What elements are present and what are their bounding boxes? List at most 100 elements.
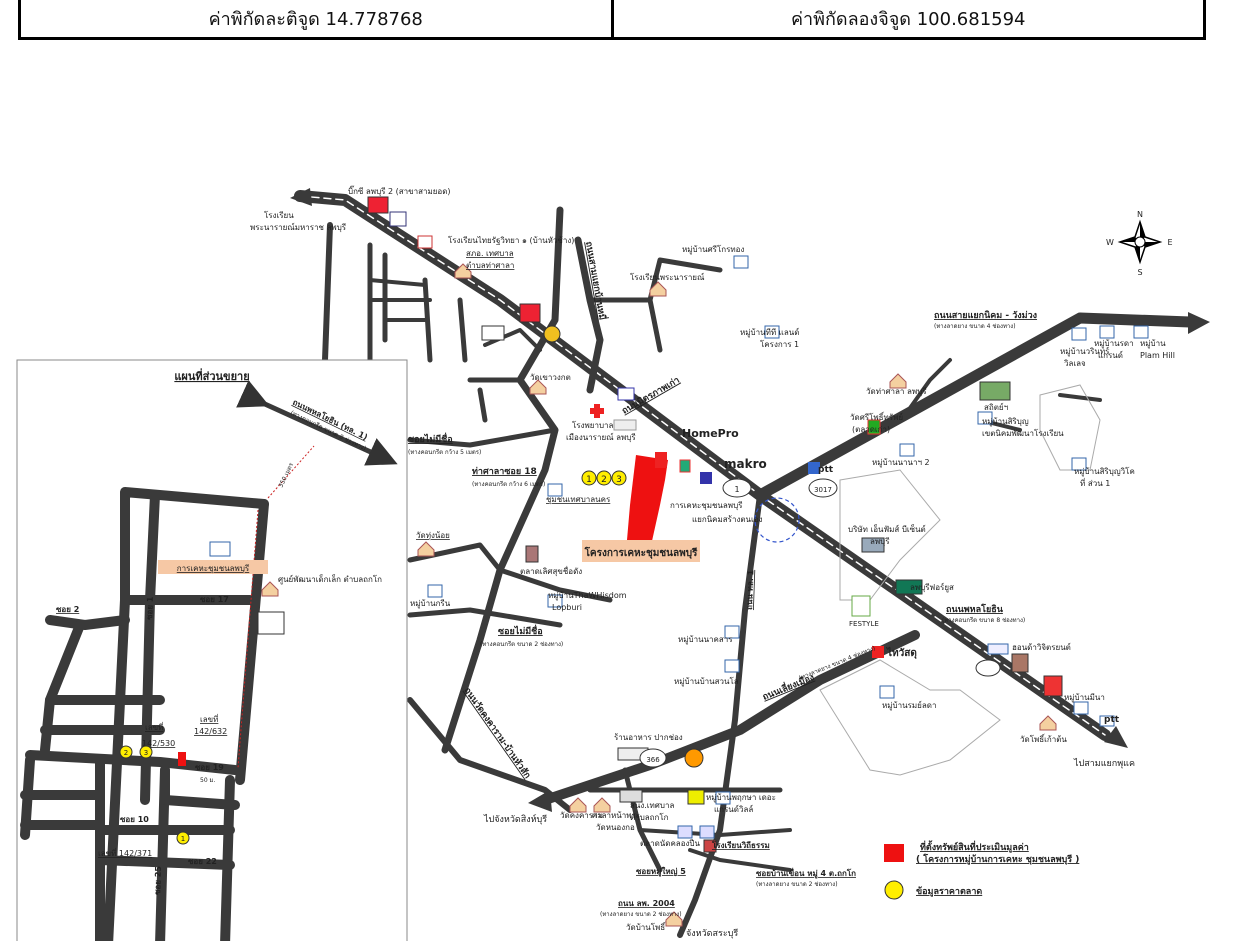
landmark-icons	[367, 196, 1149, 927]
svg-text:หมู่บ้านรมย์ลดา: หมู่บ้านรมย์ลดา	[882, 700, 936, 711]
subject-property-area	[627, 455, 668, 550]
svg-text:หมู่บ้านนาคสาร: หมู่บ้านนาคสาร	[678, 635, 733, 645]
inset-no3: เลขที่ 142/371	[98, 847, 152, 858]
longitude-cell: ค่าพิกัดลองจิจูด 100.681594	[610, 0, 1204, 37]
svg-text:หมู่บ้าน: หมู่บ้าน	[1140, 339, 1166, 349]
svg-text:สถิตย์ฯ: สถิตย์ฯ	[984, 402, 1008, 412]
svg-text:วัดทุ่งน้อย: วัดทุ่งน้อย	[416, 531, 450, 540]
route-shields: 1 3017 366	[639, 478, 1001, 768]
svg-text:บิ๊กซี ลพบุรี 2 (สาขาสามยอด): บิ๊กซี ลพบุรี 2 (สาขาสามยอด)	[348, 185, 451, 196]
inset-distance-short: 50 ม.	[200, 777, 215, 784]
coordinate-table: ค่าพิกัดละติจูด 14.778768 ค่าพิกัดลองจิจ…	[18, 0, 1206, 40]
inset-roads	[20, 380, 398, 941]
project-label-bg	[582, 540, 700, 562]
inset-map: แผนที่ส่วนขยาย ถนนพหลโยธิน (ทล. 1) (ทางค	[16, 359, 408, 941]
inset-no2-val: 142/632	[194, 727, 227, 736]
inset-soi1: ซอย 1	[145, 596, 155, 620]
inset-project-bg	[158, 560, 268, 574]
inset-project-label: การเคหะชุมชนลพบุรี	[177, 564, 250, 573]
inset-no1-val: 142/530	[142, 739, 175, 748]
arrow-southwest-icon	[528, 790, 552, 812]
inset-market-2	[119, 745, 133, 759]
inset-center-label: ศูนย์พัฒนาเด็กเล็ก ตำบลถกโก	[278, 574, 382, 585]
svg-text:ตลาดนัดคลองปีน: ตลาดนัดคลองปีน	[640, 839, 700, 848]
thaiwatsadu-logo: ไทวัสดุ	[886, 646, 917, 659]
svg-text:หมู่บ้านวรินทร์: หมู่บ้านวรินทร์	[1060, 346, 1110, 357]
svg-text:จังหวัดสระบุรี: จังหวัดสระบุรี	[686, 928, 738, 939]
latitude-cell: ค่าพิกัดละติจูด 14.778768	[208, 8, 423, 30]
svg-text:3: 3	[144, 749, 148, 757]
svg-text:(ทางลาดยาง ขนาด 2 ช่องทาง): (ทางลาดยาง ขนาด 2 ช่องทาง)	[600, 911, 682, 918]
legend-subject-sub: ( โครงการหมู่บ้านการเคหะ ชุมชนลพบุรี )	[916, 853, 1079, 865]
svg-text:1: 1	[734, 485, 739, 494]
inset-soi25: ซอย 25	[153, 866, 163, 896]
festyle-logo: FESTYLE	[849, 620, 879, 628]
svg-text:ลพบุรีฟอร์ยูส: ลพบุรีฟอร์ยูส	[910, 582, 954, 593]
homepro-logo: HomePro	[682, 427, 739, 440]
svg-text:(ทางลาดยาง ขนาด 4 ช่องทาง): (ทางลาดยาง ขนาด 4 ช่องทาง)	[934, 323, 1016, 330]
svg-text:1: 1	[586, 475, 592, 485]
svg-text:(ทางคอนกรีต กว้าง 6 เมตร): (ทางคอนกรีต กว้าง 6 เมตร)	[472, 480, 545, 488]
svg-text:ท่าศาลาซอย 18: ท่าศาลาซอย 18	[472, 466, 537, 477]
svg-text:โครงการ 1: โครงการ 1	[760, 339, 799, 349]
inset-court-icon	[257, 611, 285, 635]
svg-text:N: N	[1137, 210, 1143, 219]
svg-text:ลพบุรี: ลพบุรี	[870, 537, 890, 546]
svg-text:โรงพยาบาล: โรงพยาบาล	[572, 420, 614, 430]
svg-text:หมู่บ้านสิริบุญ: หมู่บ้านสิริบุญ	[982, 417, 1029, 427]
svg-text:หมู่บ้านพฤกษา เดอะ: หมู่บ้านพฤกษา เดอะ	[706, 793, 776, 803]
svg-text:หมู่บ้านศรีโกรทอง: หมู่บ้านศรีโกรทอง	[682, 244, 744, 255]
road-label-1hwy: ถนน ทล. 1	[745, 569, 755, 610]
district-boundary	[819, 384, 1101, 776]
svg-text:ตำบลถกโก: ตำบลถกโก	[630, 812, 669, 822]
svg-text:วัดคงคาราม: วัดคงคาราม	[560, 811, 603, 820]
svg-text:366: 366	[646, 756, 660, 764]
svg-text:วิลเลจ: วิลเลจ	[1063, 359, 1086, 368]
svg-text:วัดบ้านโพธิ์: วัดบ้านโพธิ์	[626, 921, 667, 932]
arrow-northwest-icon	[290, 188, 312, 206]
svg-text:(ทางคอนกรีต ขนาด 2 ช่องทาง): (ทางคอนกรีต ขนาด 2 ช่องทาง)	[480, 640, 563, 648]
svg-text:2: 2	[124, 749, 128, 757]
svg-text:ตลาดเลิศสุขชื่อดัง: ตลาดเลิศสุขชื่อดัง	[520, 565, 582, 576]
svg-text:(ตลาดเก่า): (ตลาดเก่า)	[852, 425, 890, 434]
svg-text:วัดหนองกอ: วัดหนองกอ	[596, 823, 635, 832]
svg-text:เขตนิคมพัฒนาโรงเรียน: เขตนิคมพัฒนาโรงเรียน	[982, 428, 1064, 438]
svg-text:1: 1	[181, 835, 185, 843]
svg-text:ซอยบ้านเขื่อน หมู่ 4 ต.ถกโก: ซอยบ้านเขื่อน หมู่ 4 ต.ถกโก	[756, 867, 856, 879]
legend-subject-swatch	[884, 844, 904, 862]
inset-market-1	[176, 831, 190, 845]
inset-title: แผนที่ส่วนขยาย	[174, 368, 249, 383]
svg-text:โรงเรียนวิถีธรรม: โรงเรียนวิถีธรรม	[711, 840, 770, 850]
svg-text:(ทางลาดยาง ขนาด 2 ช่องทาง): (ทางลาดยาง ขนาด 2 ช่องทาง)	[756, 881, 838, 888]
svg-text:ตำบลท่าศาลา: ตำบลท่าศาลา	[466, 261, 514, 270]
svg-text:หมู่บ้านทีที แลนด์: หมู่บ้านทีที แลนด์	[740, 327, 799, 338]
inset-soi10: ซอย 10	[120, 815, 149, 824]
svg-text:สนง.เทศบาล: สนง.เทศบาล	[630, 801, 674, 810]
market-points: 1 2 3	[581, 470, 627, 486]
inset-center-icon	[261, 581, 279, 597]
legend-market-label: ข้อมูลราคาตลาด	[916, 886, 982, 897]
inset-village-icon	[209, 541, 231, 557]
ptt-logo: ptt	[818, 465, 834, 475]
inset-soi19: ซอย 19	[195, 763, 224, 772]
svg-text:ไปจังหวัดสิงห์บุรี: ไปจังหวัดสิงห์บุรี	[483, 813, 547, 825]
arrow-southeast-icon	[1104, 726, 1128, 748]
svg-text:วัดเขาวงกต: วัดเขาวงกต	[530, 373, 571, 382]
svg-text:3: 3	[616, 475, 622, 485]
inset-subject-marker	[178, 752, 186, 766]
svg-text:วัดโพธิ์เก้าต้น: วัดโพธิ์เก้าต้น	[1020, 733, 1067, 744]
arrow-east-icon	[1188, 312, 1210, 334]
svg-text:3017: 3017	[814, 486, 832, 494]
inset-no1: เลขที่	[145, 721, 163, 732]
inset-no2: เลขที่	[200, 713, 218, 724]
svg-text:หมู่บ้านThaWHisdom: หมู่บ้านThaWHisdom	[548, 591, 627, 601]
svg-text:ถนนพหลโยธิน: ถนนพหลโยธิน	[946, 603, 1004, 615]
svg-text:S: S	[1137, 268, 1142, 277]
map-labels: บิ๊กซี ลพบุรี 2 (สาขาสามยอด) โรงเรียน พร…	[250, 185, 1175, 939]
svg-text:หมู่บ้านกรีน: หมู่บ้านกรีน	[410, 599, 451, 609]
svg-text:ซอยหมู่ใหญ่ 5: ซอยหมู่ใหญ่ 5	[636, 866, 686, 877]
roads	[294, 190, 1196, 938]
svg-text:แกรนด์วิลล์: แกรนด์วิลล์	[714, 804, 753, 814]
svg-text:(ทางคอนกรีต ขนาด 8 ช่องทาง): (ทางคอนกรีต ขนาด 8 ช่องทาง)	[942, 616, 1025, 624]
